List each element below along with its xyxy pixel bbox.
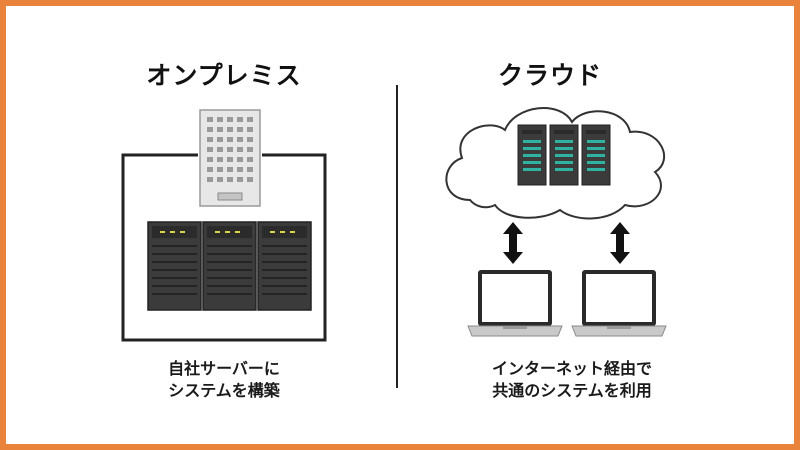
on-premise-caption-line2: システムを構築: [168, 381, 280, 400]
on-premise-caption: 自社サーバーに システムを構築: [108, 358, 340, 402]
cloud-caption-line1: インターネット経由で: [491, 359, 652, 378]
double-arrow-icon: [503, 222, 523, 264]
cloud-title: クラウド: [497, 61, 602, 90]
cloud-caption-line2: 共通のシステムを利用: [492, 381, 652, 400]
server-rack-icon: [147, 221, 312, 311]
laptop-icon: [571, 270, 667, 337]
on-premise-enclosure: [121, 153, 327, 342]
on-premise-caption-line1: 自社サーバーに: [168, 359, 280, 378]
laptop-icon: [467, 270, 563, 337]
cloud-caption: インターネット経由で 共通のシステムを利用: [452, 358, 692, 402]
double-arrow-icon: [610, 222, 630, 264]
server-rack-icon: [517, 124, 611, 186]
on-premise-title: オンプレミス: [146, 61, 302, 90]
office-building-icon: [199, 109, 261, 207]
